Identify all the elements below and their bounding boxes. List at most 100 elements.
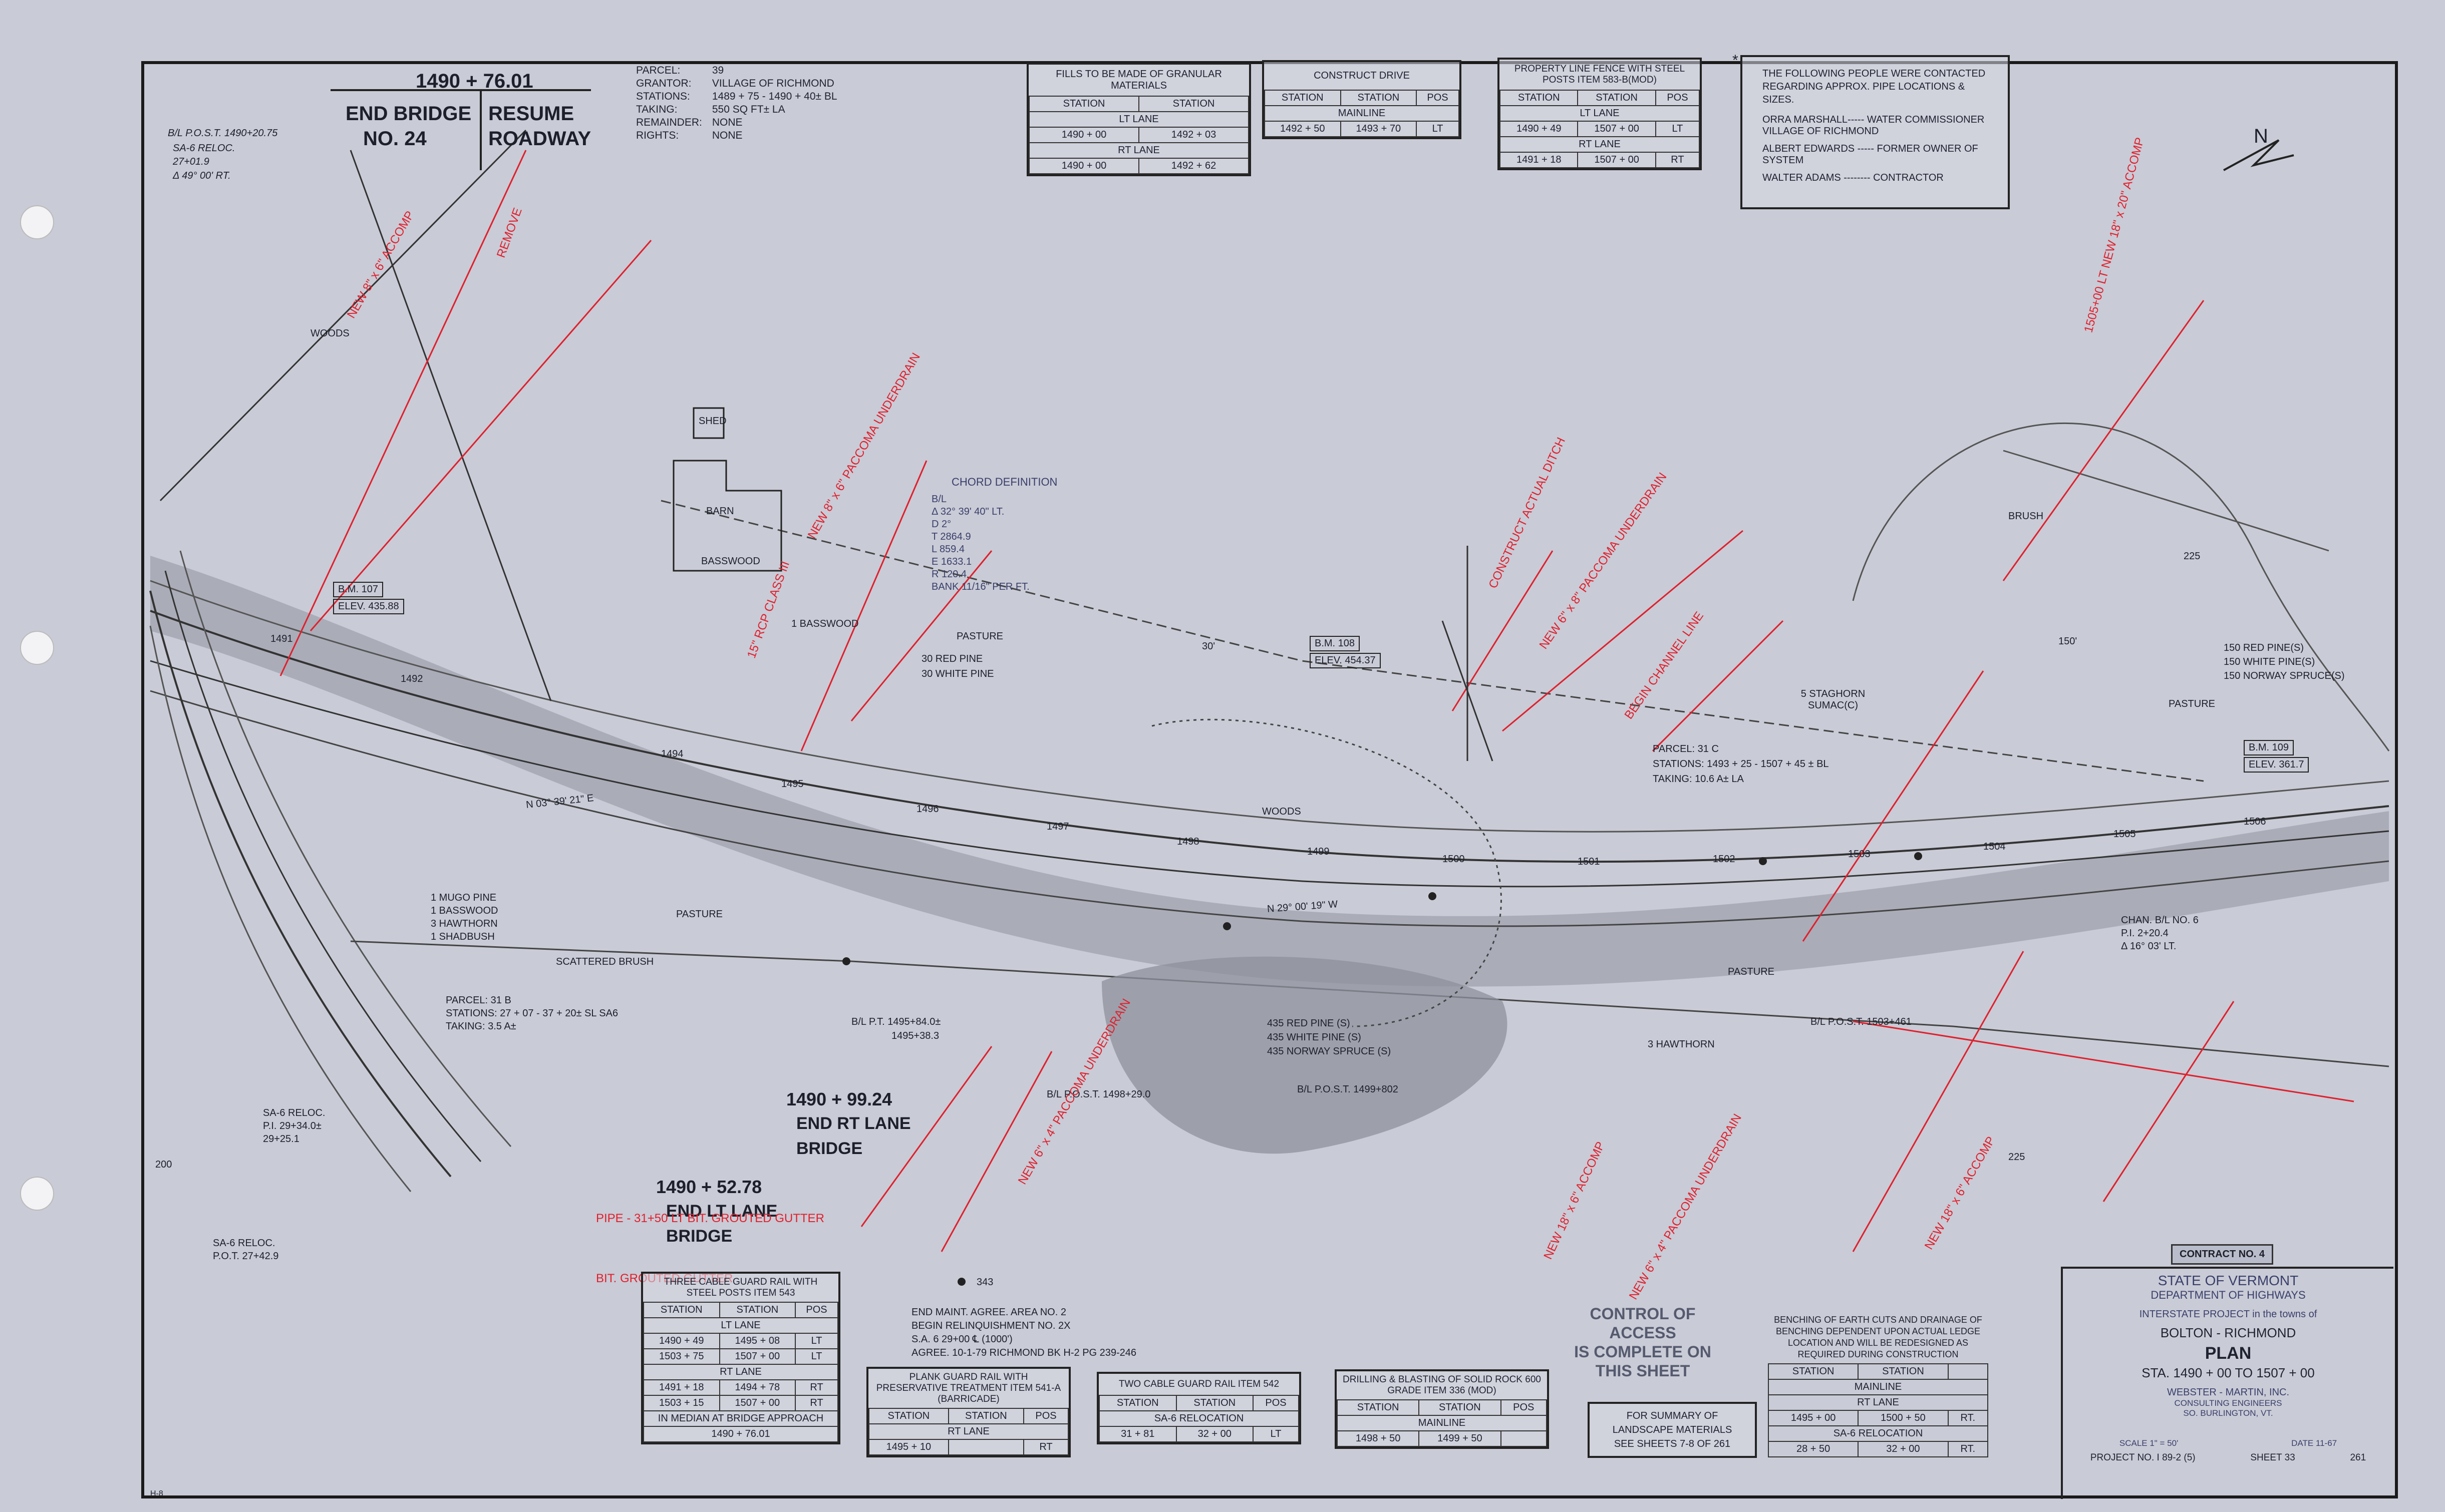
firm-name: WEBSTER - MARTIN, INC. [2167,1387,2290,1398]
two-cable-title: TWO CABLE GUARD RAIL ITEM 542 [1118,1379,1280,1389]
bm-108: B.M. 108 [1310,636,1360,651]
table-cell: LT LANE [643,1317,838,1334]
chord-line: T 2864.9 [932,531,971,542]
pines-right: 150 RED PINE(S) 150 WHITE PINE(S) 150 NO… [2224,641,2345,683]
table-cell: MAINLINE [1337,1415,1547,1431]
sa6-pot-label: P.O.T. 27+42.9 [213,1251,279,1262]
rights-label: RIGHTS: [636,130,679,141]
table-header: POS [1500,1399,1547,1416]
station-label: 1491 [270,633,293,644]
table-header: STATION [643,1302,720,1318]
staghorn-label: 5 STAGHORN SUMAC(C) [1800,688,1866,711]
table-cell: 1492 + 50 [1264,121,1341,137]
pasture-label-left: PASTURE [676,909,723,920]
benching-note: BENCHING OF EARTH CUTS AND DRAINAGE OF B… [1774,1315,1982,1359]
station-label: 1499 [1307,846,1330,857]
pasture-label-mid: PASTURE [1728,966,1774,977]
tree-list-left: 1 MUGO PINE 1 BASSWOOD 3 HAWTHORN 1 SHAD… [431,891,498,943]
begin-relinq-label: BEGIN RELINQUISHMENT NO. 2X [911,1320,1071,1331]
woods-label-mid: WOODS [1262,806,1301,817]
station-label: 1497 [1047,821,1069,832]
contacts-star: * [1732,52,1738,69]
department-label: DEPARTMENT OF HIGHWAYS [2151,1289,2306,1301]
red-pine-label: 30 RED PINE [922,653,983,664]
punch-hole [20,205,54,239]
rights-value: NONE [712,130,743,141]
table-header: STATION [1577,90,1656,106]
summary-line: FOR SUMMARY OF [1626,1410,1718,1421]
firm-line-2: CONSULTING ENGINEERS [2174,1398,2282,1408]
control-of-access: CONTROL OF ACCESS IS COMPLETE ON THIS SH… [1558,1304,1728,1380]
tree-label: 435 NORWAY SPRUCE (S) [1267,1046,1391,1057]
remainder-value: NONE [712,117,743,128]
table-cell: 1495 + 10 [868,1439,949,1455]
table-cell: 1493 + 70 [1340,121,1417,137]
table-cell: LT [795,1333,838,1349]
punch-hole [20,1177,54,1211]
sa6-agree-label: S.A. 6 29+00 ℄ (1000') [911,1334,1013,1345]
table-cell: 1495 + 08 [719,1333,796,1349]
table-cell [1500,1430,1547,1447]
date-label: DATE 11-67 [2291,1438,2337,1448]
contract-number: CONTRACT NO. 4 [2171,1244,2273,1265]
table-cell: LT [1416,121,1459,137]
table-cell: LT [1655,121,1700,137]
chord-line: L 859.4 [932,544,965,555]
white-pine-label: 30 WHITE PINE [922,668,994,679]
elev-109: ELEV. 361.7 [2244,757,2309,773]
taking-value: 550 SQ FT± LA [712,104,785,115]
station-label: 1495 [781,779,804,790]
bm-107: B.M. 107 [333,582,384,597]
table-cell: RT. [1947,1410,1989,1426]
table-cell: 32 + 00 [1858,1441,1949,1457]
tree-label: 1 BASSWOOD [431,905,498,916]
sa6-reloc-label: SA-6 RELOC. [263,1107,326,1118]
resume-label: RESUME [488,103,574,125]
project-number: PROJECT NO. I 89-2 (5) [2090,1452,2196,1463]
elev-108: ELEV. 454.37 [1310,653,1381,668]
tree-label: 1 SHADBUSH [431,931,495,942]
end-rt-bridge: BRIDGE [796,1139,863,1158]
title-block: STATE OF VERMONT DEPARTMENT OF HIGHWAYS … [2061,1267,2393,1499]
channel-baseline: CHAN. B/L NO. 6 P.I. 2+20.4 Δ 16° 03' LT… [2121,914,2199,953]
punch-hole [20,631,54,665]
table-cell: IN MEDIAN AT BRIDGE APPROACH [643,1410,838,1427]
scale-label: SCALE 1" = 50' [2119,1438,2179,1448]
table-cell: 1492 + 03 [1138,127,1249,143]
north-label: N [2254,125,2268,147]
dimension-label: 30' [1202,641,1215,652]
tree-label: 150 RED PINE(S) [2224,642,2304,653]
table-cell: 1507 + 00 [719,1395,796,1411]
tree-label: 1 MUGO PINE [431,892,497,903]
table-cell: 1500 + 50 [1858,1410,1949,1426]
hawthorn-label: 3 HAWTHORN [1648,1039,1715,1050]
table-header [1947,1363,1989,1380]
end-lt-label: END LT LANE [666,1202,778,1221]
plan-label: PLAN [2205,1344,2252,1363]
table-header: STATION [1175,1395,1254,1411]
table-cell: 31 + 81 [1099,1426,1177,1442]
table-cell: LT LANE [1499,105,1700,122]
summary-line: SEE SHEETS 7-8 OF 261 [1614,1438,1731,1449]
end-lt-station: 1490 + 52.78 [656,1177,762,1197]
chord-line: D 2° [932,519,952,530]
table-cell: 1490 + 49 [1499,121,1579,137]
table-header: STATION [1499,90,1579,106]
contacts-box: * THE FOLLOWING PEOPLE WERE CONTACTED RE… [1732,52,2010,209]
end-maint-label: END MAINT. AGREE. AREA NO. 2 [911,1307,1066,1318]
table-cell [948,1439,1025,1455]
sa6-reloc-pi: SA-6 RELOC. P.I. 29+34.0± 29+25.1 [263,1106,325,1146]
basswood-label: 1 BASSWOOD [791,618,859,629]
chan-pi-label: P.I. 2+20.4 [2121,928,2169,939]
construct-drive-title: CONSTRUCT DRIVE [1314,70,1410,81]
table-cell: 1490 + 49 [643,1333,720,1349]
brush-label: BRUSH [2008,511,2044,522]
end-rt-label: END RT LANE [796,1114,911,1133]
sa6-reloc-value: 27+01.9 [173,156,209,167]
table-cell: 1507 + 00 [1577,121,1656,137]
table-header: STATION [1418,1399,1501,1416]
grantor-value: VILLAGE OF RICHMOND [712,78,834,89]
